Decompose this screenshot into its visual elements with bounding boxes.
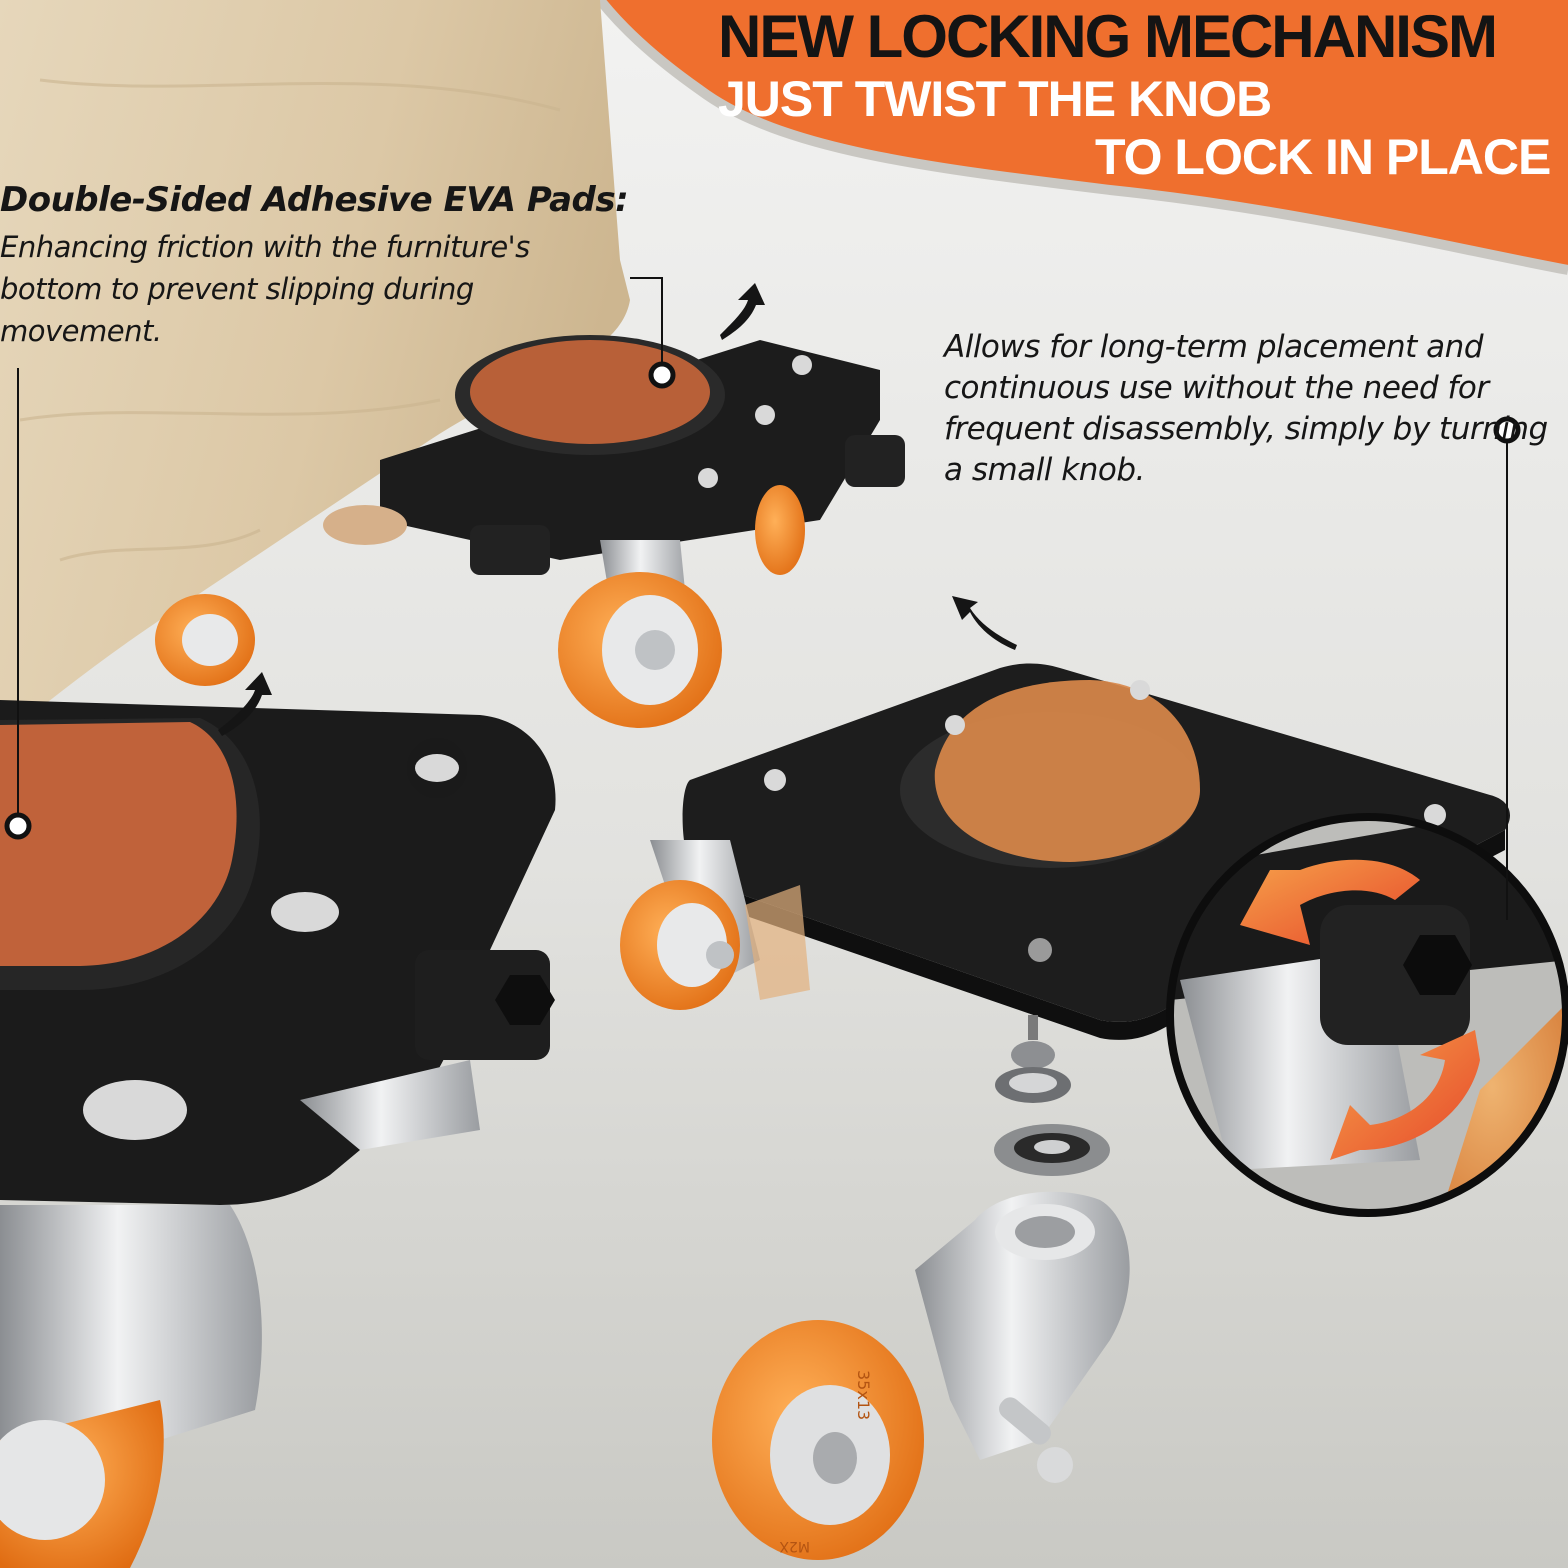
eva-pointer-dot-left (4, 812, 32, 840)
dolly-right (620, 663, 1510, 1040)
rotate-arrow-upper-icon (1240, 859, 1420, 945)
lift-arrow-icon-2 (218, 672, 272, 736)
eva-pads-callout: Double-Sided Adhesive EVA Pads: Enhancin… (0, 180, 640, 352)
lift-arrow-icon-1 (720, 283, 765, 340)
headline-subtitle-line2: TO LOCK IN PLACE (1095, 129, 1551, 185)
dolly-back-left (155, 335, 905, 728)
headline-banner-edge (596, 0, 1568, 275)
eva-pointer-dot-right (648, 361, 676, 389)
headline-subtitle-line1: JUST TWIST THE KNOB (718, 71, 1272, 127)
wood-grain (19, 78, 561, 562)
lock-pointer-dot (1493, 416, 1521, 444)
dolly-front-left (0, 700, 556, 1568)
wheel-marking-tread: M2X (779, 1538, 810, 1554)
headline-banner (600, 0, 1568, 270)
knob-zoom-inset (1166, 813, 1568, 1217)
exploded-caster-parts: 35x13 M2X (712, 1015, 1130, 1560)
locking-callout: Allows for long-term placement and conti… (944, 327, 1564, 491)
lift-arrow-icon-3 (952, 596, 1017, 650)
headline-title: NEW LOCKING MECHANISM (718, 3, 1498, 70)
locking-description: Allows for long-term placement and conti… (944, 329, 1548, 488)
eva-pointer-line-right (630, 277, 663, 362)
rotate-arrow-lower-icon (1330, 1030, 1480, 1160)
wheel-marking-small: 35x13 (854, 1370, 873, 1420)
callout-pointers (17, 277, 1508, 920)
furniture-wood-block (0, 0, 630, 740)
eva-pads-title: Double-Sided Adhesive EVA Pads: (0, 180, 629, 220)
eva-pads-description: Enhancing friction with the furniture's … (0, 230, 530, 348)
